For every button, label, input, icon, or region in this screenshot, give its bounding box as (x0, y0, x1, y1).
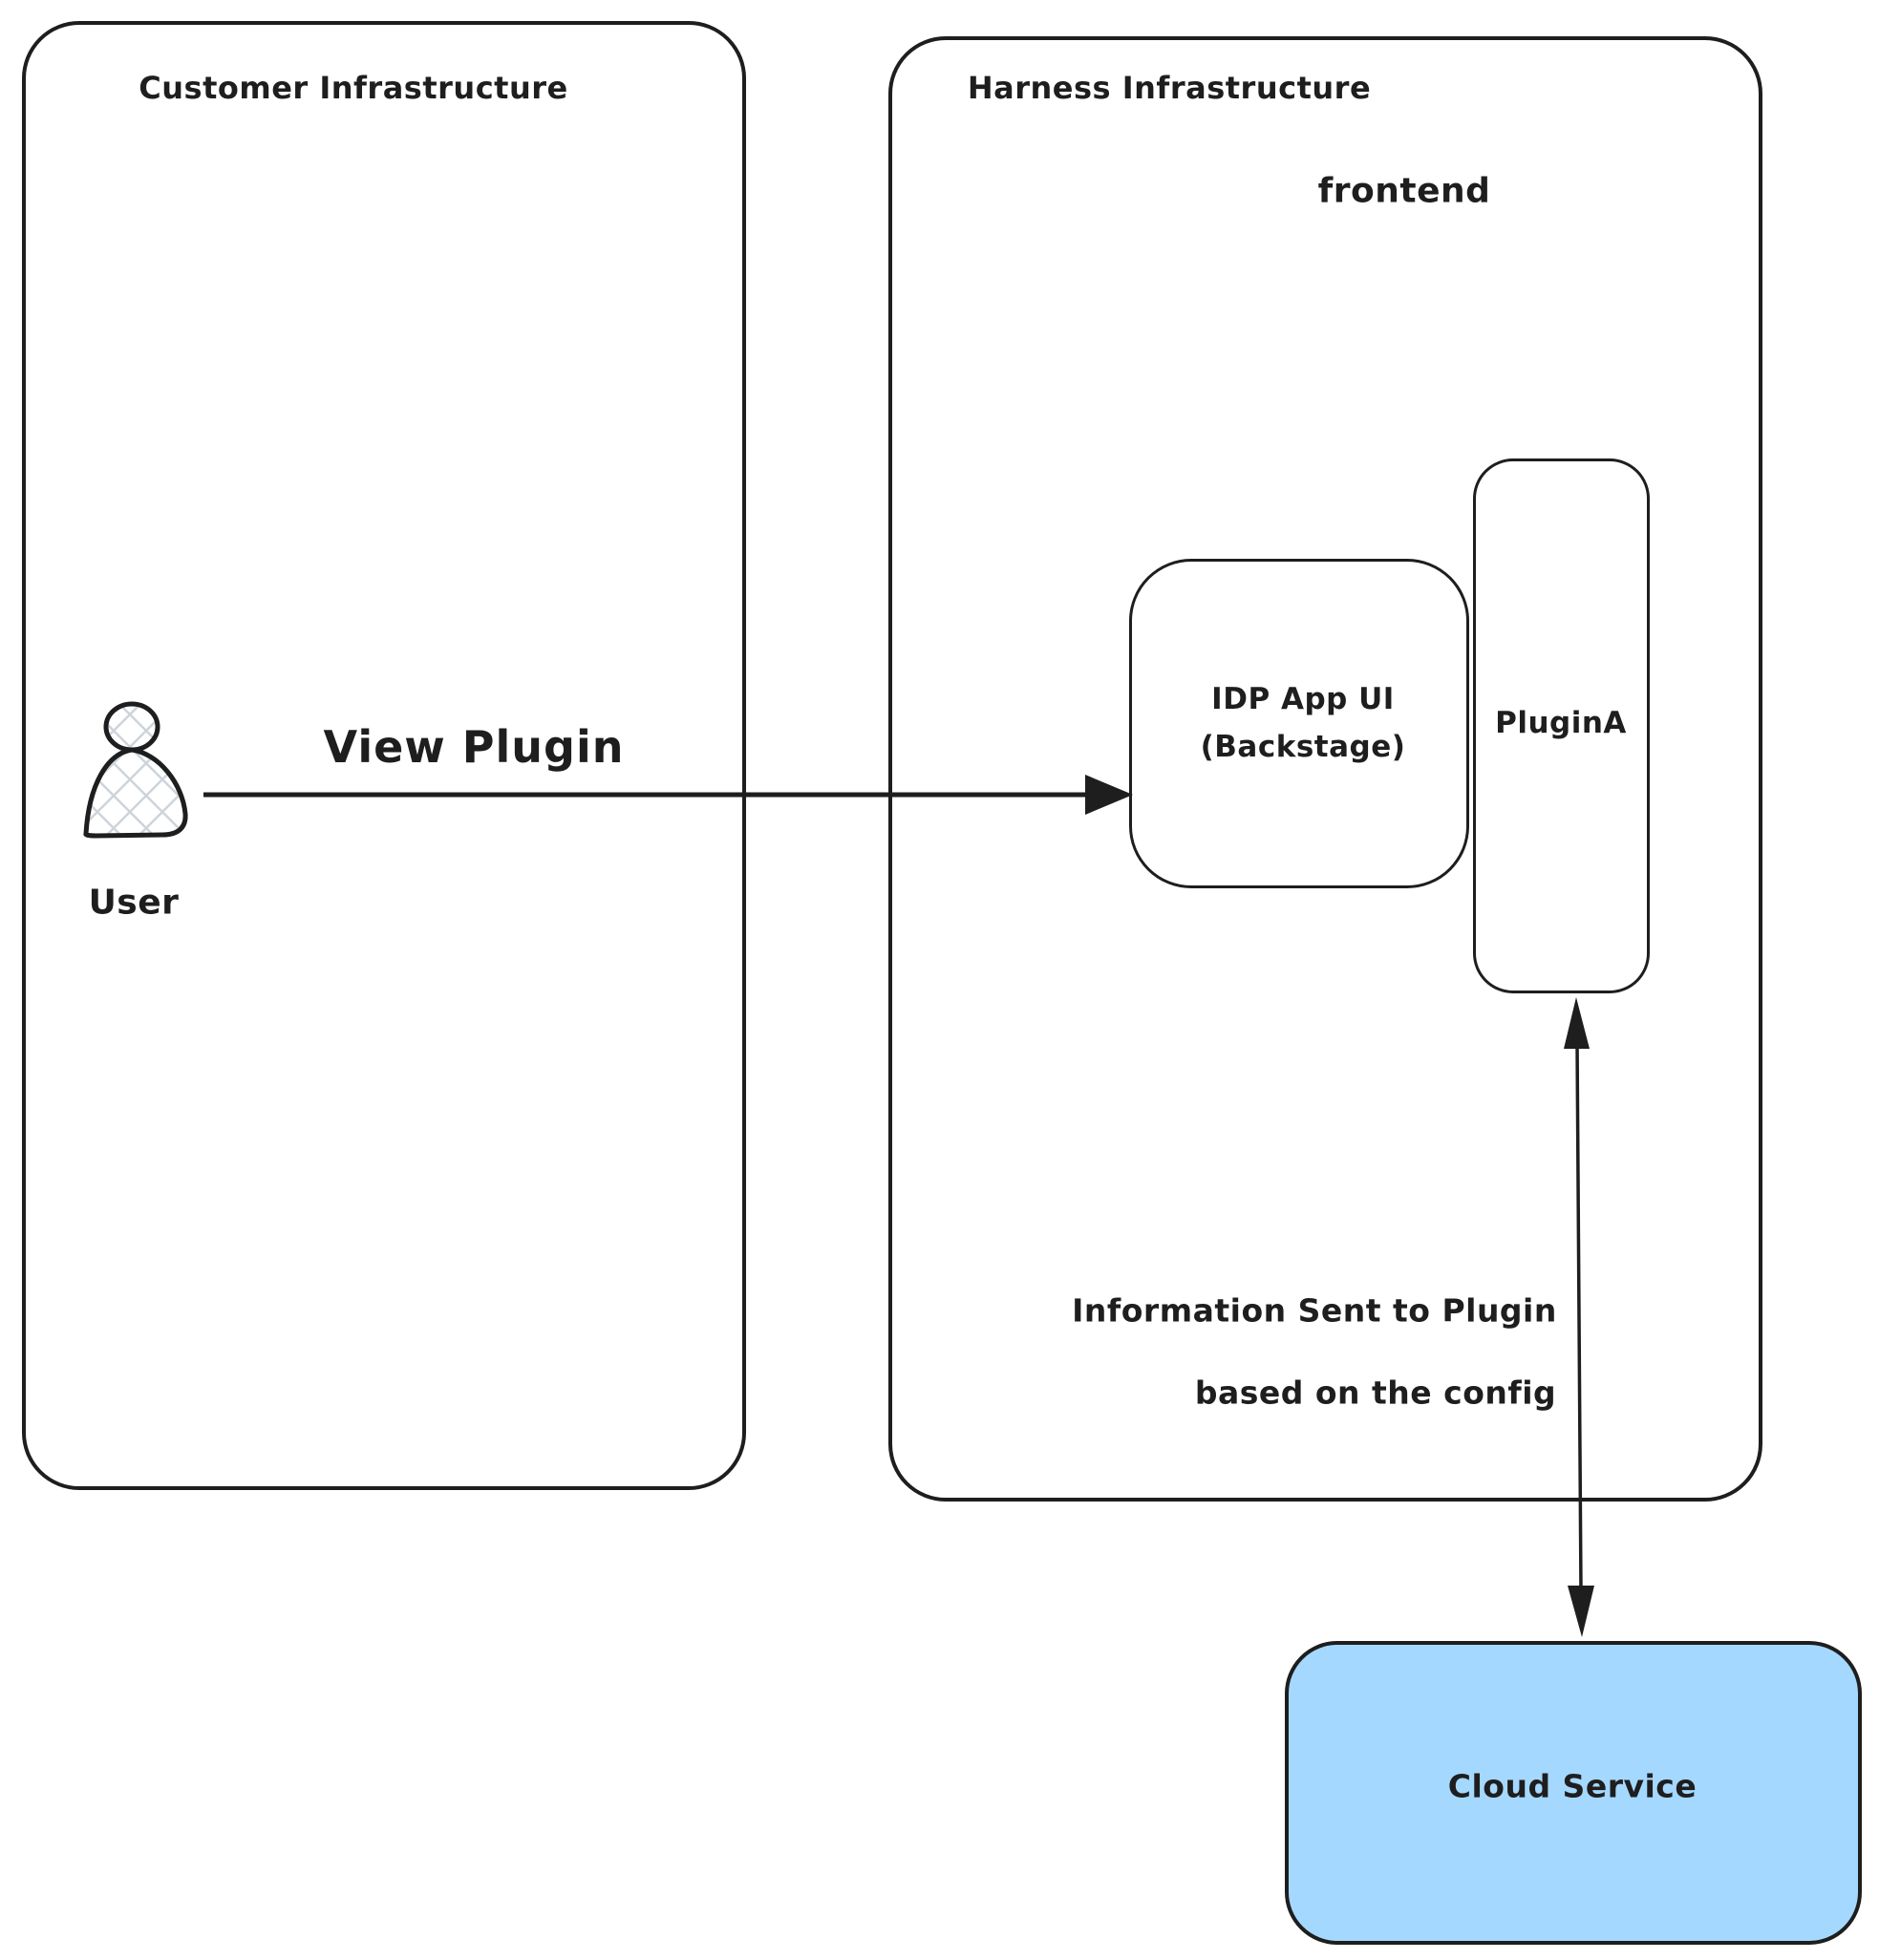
plugina-label: PluginA (1495, 706, 1627, 740)
idp-app-ui-label-line1: IDP App UI (1211, 682, 1395, 716)
plugina-box (1473, 458, 1650, 993)
info-sent-label-line1: Information Sent to Plugin (1072, 1291, 1557, 1330)
view-plugin-label: View Plugin (323, 721, 625, 773)
frontend-label: frontend (1317, 171, 1491, 211)
user-label: User (88, 883, 180, 923)
idp-app-ui-label-line2: (Backstage) (1200, 730, 1406, 764)
harness-infrastructure-label: Harness Infrastructure (967, 70, 1372, 106)
cloud-service-box (1285, 1641, 1862, 1945)
customer-infrastructure-label: Customer Infrastructure (139, 70, 568, 106)
info-sent-label-line2: based on the config (1194, 1374, 1557, 1412)
harness-infrastructure-box (888, 36, 1762, 1502)
customer-infrastructure-box (22, 21, 746, 1490)
idp-app-ui-box (1129, 559, 1469, 888)
cloud-service-label: Cloud Service (1447, 1767, 1698, 1805)
